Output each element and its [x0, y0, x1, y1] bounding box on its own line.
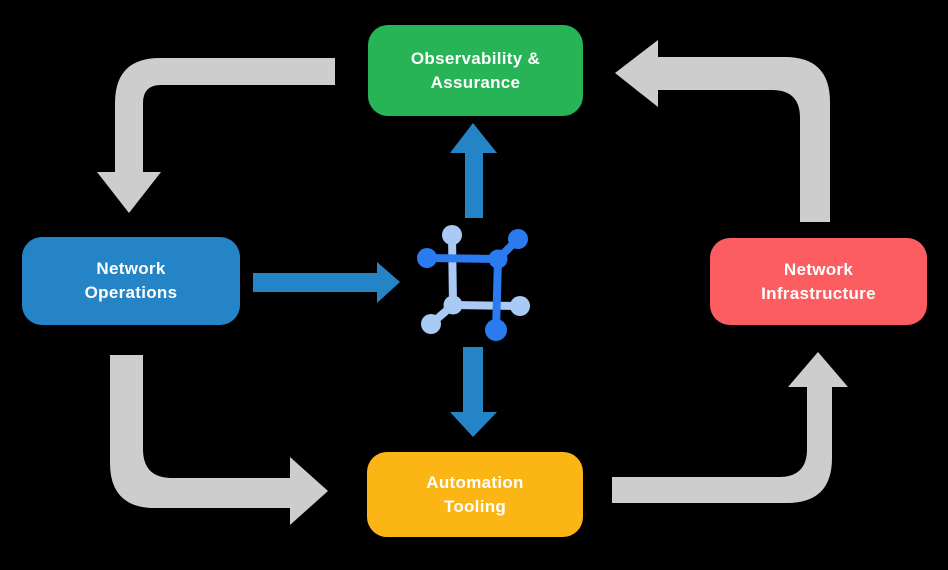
cycle-arrows	[97, 40, 848, 525]
node-label-line: Network	[96, 259, 166, 278]
node-network-operations: Network Operations	[22, 237, 240, 325]
node-label-line: Operations	[84, 283, 178, 302]
node-label-line: Tooling	[443, 496, 507, 516]
node-observability-assurance: Observability & Assurance	[368, 25, 583, 116]
link-arrows	[253, 123, 497, 437]
flow-arrow-infrastructure-to-observability	[615, 40, 830, 222]
node-label-line: Assurance	[430, 72, 521, 92]
icon-dark-layer	[417, 229, 528, 341]
link-arrow-center-to-automation	[450, 347, 497, 437]
network-automation-icon	[417, 225, 530, 341]
node-network-infrastructure: Network Infrastructure	[710, 238, 927, 325]
flow-arrow-operations-to-automation	[110, 355, 328, 525]
flow-arrow-automation-to-infrastructure	[612, 352, 848, 503]
flow-arrow-observability-to-operations	[97, 58, 335, 213]
node-automation-tooling: Automation Tooling	[367, 452, 583, 537]
node-label-line: Network	[783, 259, 854, 279]
link-arrow-center-to-observability	[450, 123, 497, 218]
node-label-line: Infrastructure	[761, 283, 876, 303]
node-label-line: Observability &	[410, 48, 541, 68]
node-label-line: Automation	[426, 472, 524, 492]
link-arrow-operations-to-center	[253, 262, 400, 303]
